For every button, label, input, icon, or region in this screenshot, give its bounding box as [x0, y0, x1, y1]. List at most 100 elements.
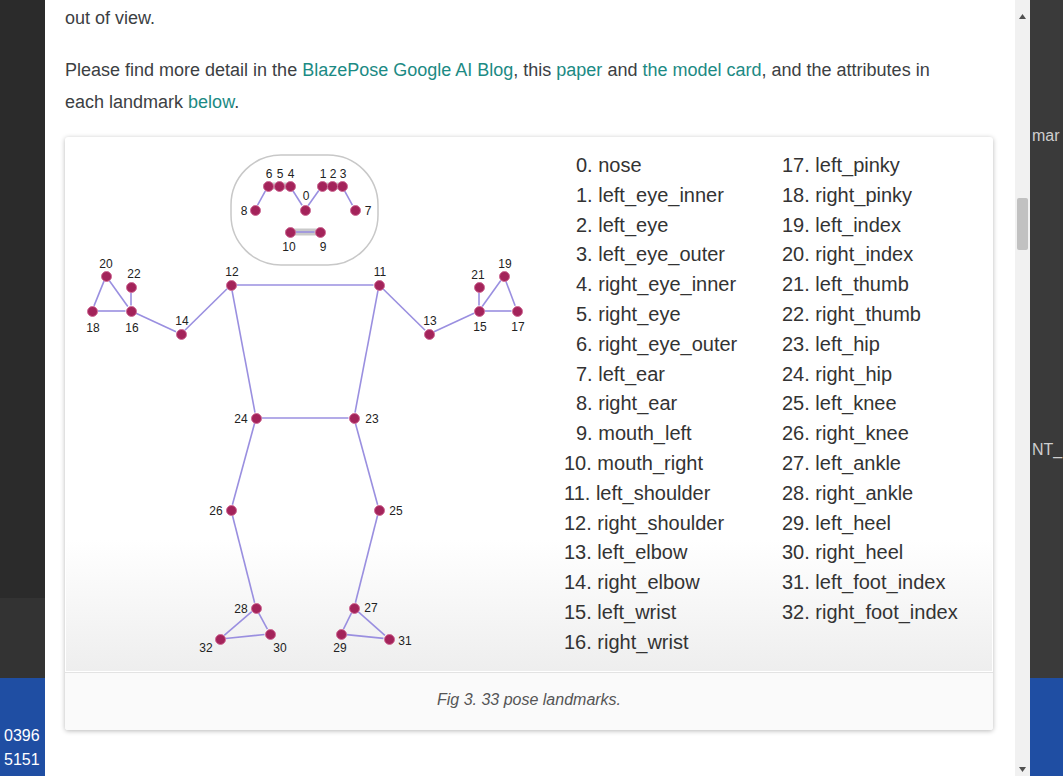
landmark-dot: 23 — [349, 413, 360, 424]
landmark-number: 6 — [266, 168, 273, 180]
page-link: below — [188, 92, 234, 112]
skeleton-line — [293, 191, 302, 206]
skeleton-line — [296, 231, 315, 233]
skeleton-line — [109, 281, 128, 307]
landmark-name: 19. left_index — [782, 213, 901, 237]
skeleton-line — [258, 191, 266, 205]
background-code-text: 0396 — [4, 726, 40, 746]
landmark-number: 14 — [175, 315, 188, 327]
landmark-number: 16 — [125, 322, 138, 334]
landmark-number: 11 — [374, 266, 386, 278]
page-text: out of view. — [65, 6, 155, 30]
landmark-dot: 26 — [226, 505, 237, 516]
skeleton-line — [259, 613, 268, 629]
skeleton-line — [232, 290, 255, 412]
landmark-dot: 27 — [349, 603, 360, 614]
landmark-dot: 29 — [336, 629, 347, 640]
skeleton-line — [383, 289, 425, 330]
scrollbar-thumb — [1017, 198, 1028, 250]
landmark-dot: 11 — [374, 280, 385, 291]
landmark-dot: 22 — [126, 282, 137, 293]
landmark-name: 10. mouth_right — [564, 451, 703, 475]
skeleton-line — [482, 281, 501, 307]
skeleton-line — [262, 417, 349, 419]
landmark-name: 26. right_knee — [782, 421, 909, 445]
skeleton-line — [358, 612, 385, 636]
skeleton-line — [478, 293, 480, 306]
landmark-dot: 7 — [350, 205, 361, 216]
landmark-name: 12. right_shoulder — [564, 511, 724, 535]
landmark-number: 29 — [333, 642, 346, 654]
landmark-name: 6. right_eye_outer — [576, 332, 737, 356]
landmark-number: 25 — [389, 505, 402, 517]
landmark-dot: 12 — [226, 280, 237, 291]
landmark-name: 29. left_heel — [782, 511, 891, 535]
skeleton-line — [136, 313, 176, 331]
landmark-name: 3. left_eye_outer — [576, 242, 725, 266]
landmark-number: 31 — [398, 635, 411, 647]
page-text: , this — [513, 60, 551, 80]
landmark-number: 1 — [320, 168, 327, 180]
landmark-name: 2. left_eye — [576, 213, 668, 237]
landmark-name: 25. left_knee — [782, 391, 897, 415]
landmark-number: 23 — [365, 413, 378, 425]
landmark-number: 20 — [99, 258, 112, 270]
page-text: . — [234, 92, 239, 112]
landmark-number: 8 — [241, 205, 248, 217]
background-code-text: NT_ — [1032, 440, 1062, 460]
landmark-dot: 24 — [251, 413, 262, 424]
figure-fade — [66, 540, 992, 671]
page-link: paper — [556, 60, 602, 80]
skeleton-line — [98, 310, 126, 312]
landmark-dot: 0 — [300, 205, 311, 216]
landmark-dot: 28 — [251, 603, 262, 614]
landmark-dot: 21 — [474, 282, 485, 293]
landmark-dot: 15 — [474, 306, 485, 317]
landmark-dot: 25 — [374, 505, 385, 516]
skeleton-line — [224, 612, 252, 636]
landmark-name: 20. right_index — [782, 242, 913, 266]
landmark-name: 4. right_eye_inner — [576, 272, 736, 296]
landmark-dot: 2 — [327, 181, 338, 192]
skeleton-line — [344, 613, 352, 629]
skeleton-line — [355, 423, 377, 504]
landmark-number: 22 — [127, 268, 140, 280]
landmark-name: 14. right_elbow — [564, 570, 700, 594]
skeleton-line — [237, 284, 374, 286]
background-code-text: 5151 — [4, 750, 40, 770]
landmark-number: 3 — [340, 168, 347, 180]
landmark-number: 27 — [364, 602, 377, 614]
skeleton-line — [308, 191, 319, 206]
landmark-dot: 14 — [176, 329, 187, 340]
landmark-dot: 20 — [101, 271, 112, 282]
landmark-name: 30. right_heel — [782, 540, 903, 564]
landmark-name: 22. right_thumb — [782, 302, 921, 326]
landmark-number: 19 — [498, 258, 511, 270]
background-code-text: mar — [1032, 126, 1060, 146]
landmark-number: 15 — [473, 321, 486, 333]
landmark-dot: 16 — [126, 306, 137, 317]
landmark-dot: 31 — [384, 634, 395, 645]
skeleton-line — [232, 423, 254, 504]
skeleton-line — [485, 310, 512, 312]
landmark-name: 13. left_elbow — [564, 540, 687, 564]
landmark-dot: 8 — [250, 205, 261, 216]
landmark-number: 10 — [282, 241, 295, 253]
landmark-number: 28 — [234, 603, 247, 615]
landmark-name: 18. right_pinky — [782, 183, 912, 207]
landmark-number: 2 — [330, 168, 337, 180]
page-text: and — [607, 60, 637, 80]
scroll-up-arrow — [1019, 14, 1026, 19]
landmark-dot: 1 — [317, 181, 328, 192]
skeleton-line — [226, 635, 265, 639]
skeleton-line — [506, 281, 515, 306]
landmark-dot: 10 — [285, 227, 296, 238]
landmark-number: 13 — [423, 315, 436, 327]
landmark-dot: 4 — [285, 181, 296, 192]
page-paragraph: Please find more detail in the BlazePose… — [65, 54, 935, 118]
landmark-number: 4 — [288, 168, 295, 180]
landmark-dot: 13 — [424, 329, 435, 340]
landmark-dot: 5 — [274, 181, 285, 192]
